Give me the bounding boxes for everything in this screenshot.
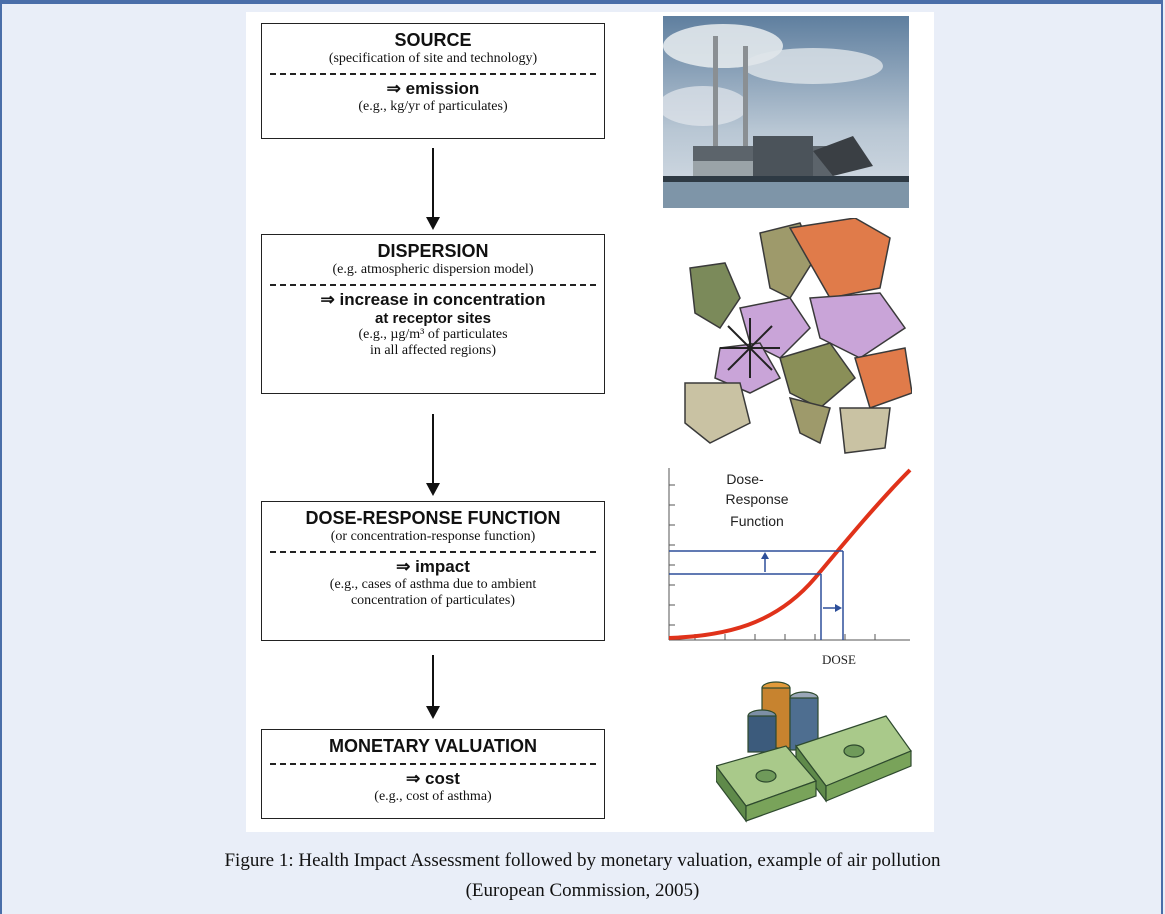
dispersion-result: ⇒ increase in concentration (320, 290, 546, 309)
source-divider (270, 73, 596, 75)
monetary-box: MONETARY VALUATION ⇒ cost (e.g., cost of… (261, 729, 605, 819)
chart-ticks (669, 484, 876, 640)
dispersion-divider (270, 284, 596, 286)
monetary-result: ⇒ cost (406, 769, 460, 788)
monetary-title: MONETARY VALUATION (329, 736, 537, 756)
chart-guide-lines (669, 550, 844, 640)
dose-response-box: DOSE-RESPONSE FUNCTION (or concentration… (261, 501, 605, 641)
power-plant-image (663, 16, 909, 208)
source-subtitle: (specification of site and technology) (328, 51, 538, 66)
dose-response-note-2: concentration of particulates) (350, 593, 516, 608)
money-image (716, 681, 912, 823)
dispersion-note-1: (e.g., µg/m³ of particulates (358, 327, 508, 342)
arrow-2 (426, 414, 440, 496)
chart-axes (668, 468, 910, 641)
source-result: ⇒ emission (386, 79, 480, 98)
chart-x-label: DOSE (822, 652, 856, 667)
source-note: (e.g., kg/yr of particulates) (358, 99, 508, 114)
chart-label-line-2: Response (725, 491, 788, 507)
dose-response-result: ⇒ impact (396, 557, 470, 576)
chart-label-line-3: Function (730, 513, 784, 529)
figure-caption-line-2: (European Commission, 2005) (465, 880, 700, 901)
dose-response-divider (270, 551, 596, 553)
dose-response-subtitle: (or concentration-response function) (330, 529, 536, 544)
chart-label-line-1: Dose- (726, 471, 764, 487)
dispersion-note-2: in all affected regions) (369, 343, 497, 358)
arrow-3 (426, 655, 440, 719)
monetary-divider (270, 763, 596, 765)
dose-response-curve (668, 468, 912, 640)
dispersion-subtitle: (e.g. atmospheric dispersion model) (332, 262, 534, 277)
dispersion-box: DISPERSION (e.g. atmospheric dispersion … (261, 234, 605, 394)
dispersion-title: DISPERSION (377, 241, 489, 261)
source-title: SOURCE (394, 30, 472, 50)
europe-map-image (684, 218, 912, 454)
dose-response-chart: Dose- Response Function DOSE (668, 468, 912, 667)
source-box: SOURCE (specification of site and techno… (261, 23, 605, 139)
dose-response-title: DOSE-RESPONSE FUNCTION (305, 508, 561, 528)
dose-response-note-1: (e.g., cases of asthma due to ambient (329, 577, 537, 592)
arrow-1 (426, 148, 440, 230)
dispersion-result-2: at receptor sites (375, 310, 491, 327)
monetary-note: (e.g., cost of asthma) (374, 789, 492, 804)
figure-caption-line-1: Figure 1: Health Impact Assessment follo… (224, 850, 941, 871)
